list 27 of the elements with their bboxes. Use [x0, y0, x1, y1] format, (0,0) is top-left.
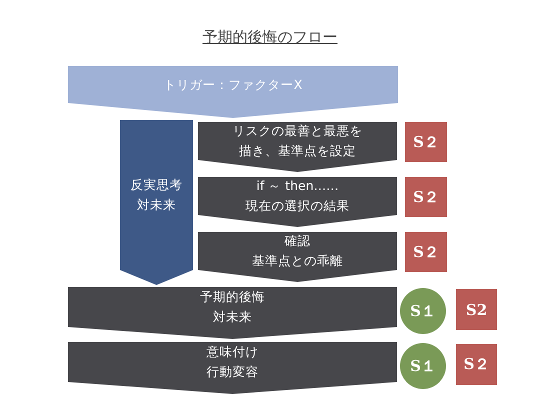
process-step: [120, 120, 193, 285]
stage-square: S２: [405, 177, 447, 217]
step-label: 現在の選択の結果: [246, 197, 350, 215]
stage-square: S２: [405, 122, 447, 162]
step-label: 対未来: [137, 196, 176, 214]
stage-square: S２: [405, 232, 447, 272]
process-step: [198, 122, 397, 172]
step-label: if ～ then……: [256, 177, 339, 195]
step-label: リスクの最善と最悪を描き、基準点を設定: [232, 122, 364, 160]
step-label: 基準点との乖離: [252, 252, 343, 270]
step-label: 確認: [284, 232, 310, 250]
process-step: [198, 232, 397, 282]
step-label: トリガー：ファクターX: [164, 76, 302, 94]
step-label: 予期的後悔: [200, 288, 265, 306]
step-label: 意味付け: [206, 343, 258, 361]
process-step: [68, 342, 397, 394]
process-step: [198, 177, 397, 227]
step-label: 行動変容: [206, 363, 258, 381]
diagram-title: 予期的後悔のフロー: [202, 28, 338, 46]
stage-square: S2: [456, 289, 497, 330]
stage-square: S２: [456, 344, 497, 385]
process-step: [68, 66, 398, 118]
stage-circle: S１: [400, 343, 446, 389]
step-label: 対未来: [213, 308, 252, 326]
stage-circle: S１: [400, 288, 446, 334]
process-step: [68, 287, 397, 339]
step-label: 反実思考: [130, 176, 182, 194]
